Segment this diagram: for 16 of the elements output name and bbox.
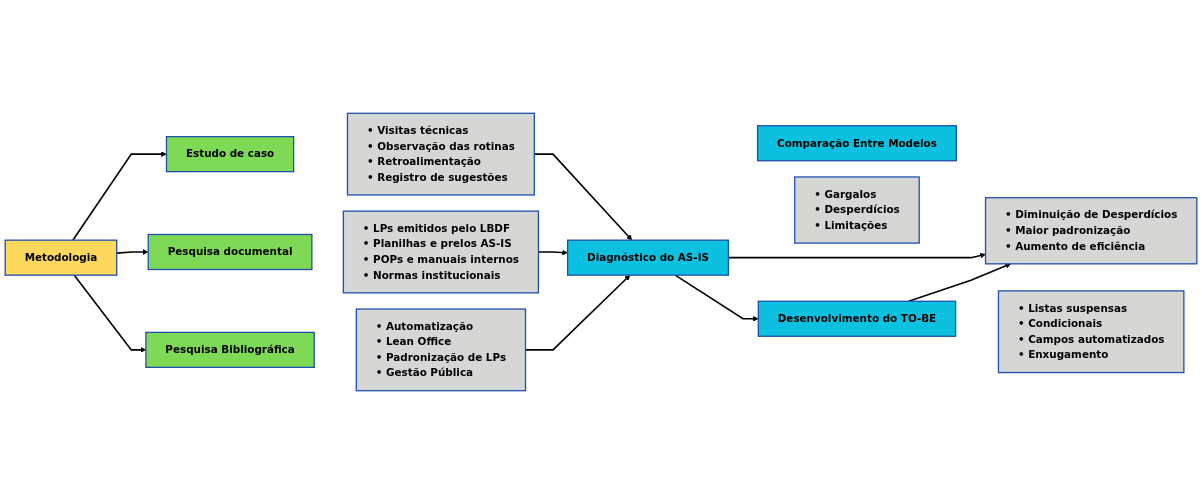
- arrow: [72, 151, 167, 241]
- node-box: • Gargalos • Desperdícios • Limitações: [794, 176, 920, 244]
- node-box: • Diminuição de Desperdícios • Maior padronização • Aumento de eficiência: [984, 197, 1198, 265]
- node-box: Pesquisa documental: [147, 233, 313, 271]
- node-box: Estudo de caso: [165, 136, 295, 173]
- arrow: [907, 263, 1011, 303]
- node-box: Desenvolvimento do TO-BE: [757, 300, 957, 337]
- node-box: • Automatização • Lean Office • Padronização de LPs • Gestão Pública: [355, 308, 527, 392]
- node-box: Comparação Entre Modelos: [756, 125, 957, 162]
- arrow: [674, 274, 759, 322]
- node-box: • Listas suspensas • Condicionais • Campos automatizados • Enxugamento: [997, 290, 1185, 374]
- node-box: • Visitas técnicas • Observação das rotinas • Retroalimentação • Registro de sugestões: [346, 112, 535, 196]
- node-box: Diagnóstico do AS-IS: [566, 239, 730, 276]
- node-box: Metodologia: [4, 239, 118, 276]
- node-box: Pesquisa Bibliográfica: [145, 331, 315, 368]
- node-box: • LPs emitidos pelo LBDF • Planilhas e prelos AS-IS • POPs e manuais internos • Normas institucionais: [342, 210, 540, 294]
